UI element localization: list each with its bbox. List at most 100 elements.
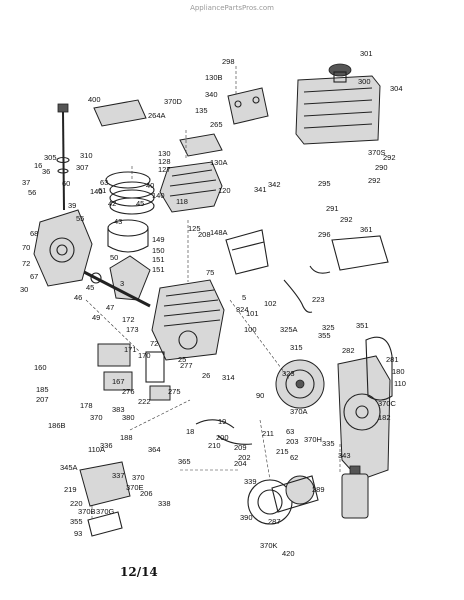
part-number-label: 185: [36, 385, 49, 394]
part-number-label: 351: [356, 321, 369, 330]
part-number-label: 276: [122, 387, 135, 396]
part-number-label: 3: [120, 279, 124, 288]
part-number-label: 101: [246, 309, 259, 318]
part-number-label: 55: [76, 214, 84, 223]
part-number-label: 45: [86, 283, 94, 292]
part-number-label: 301: [360, 49, 373, 58]
part-number-label: 148A: [210, 228, 228, 237]
part-number-label: 128: [158, 157, 171, 166]
part-number-label: 25: [178, 355, 186, 364]
part-number-label: 315: [290, 343, 303, 352]
part-number-label: 220: [70, 499, 83, 508]
parts-drawing: [33, 63, 393, 537]
part-number-label: 151: [152, 265, 165, 274]
part-number-label: 400: [88, 95, 101, 104]
part-number-label: 287: [268, 517, 281, 526]
part-number-label: 47: [106, 303, 114, 312]
part-number-label: 420: [282, 549, 295, 558]
part-number-label: 208: [198, 230, 211, 239]
part-number-label: 364: [148, 445, 161, 454]
part-number-label: 336: [100, 441, 113, 450]
part-number-label: 323: [282, 369, 295, 378]
part-number-label: 292: [340, 215, 353, 224]
part-number-label: 340: [205, 90, 218, 99]
part-number-label: 343: [338, 451, 351, 460]
part-number-label: 19: [218, 417, 226, 426]
part-number-label: 370B: [78, 507, 96, 516]
part-number-label: 370C: [378, 399, 397, 408]
part-number-label: 37: [22, 178, 30, 187]
part-number-label: 206: [140, 489, 153, 498]
part-number-label: 171: [124, 345, 137, 354]
part-number-label: 324: [236, 305, 249, 314]
part-number-label: 50: [110, 253, 118, 262]
part-number-label: 180: [392, 367, 405, 376]
part-number-label: 207: [36, 395, 49, 404]
part-number-label: 182: [378, 413, 391, 422]
part-number-label: 118: [176, 197, 188, 206]
part-number-label: 310: [80, 151, 93, 160]
part-number-label: 49: [92, 313, 100, 322]
part-number-label: 307: [76, 163, 89, 172]
part-number-label: 277: [180, 361, 193, 370]
part-number-label: 314: [222, 373, 235, 382]
part-number-label: 209: [234, 443, 247, 452]
part-number-label: 300: [358, 77, 371, 86]
part-number-label: 203: [286, 437, 299, 446]
part-number-label: 36: [42, 167, 50, 176]
part-number-label: 305: [44, 153, 57, 162]
part-number-label: 93: [74, 529, 82, 538]
part-number-label: 70: [22, 243, 30, 252]
part-number-label: 296: [318, 230, 331, 239]
part-number-label: 370E: [126, 483, 144, 492]
part-number-label: 204: [234, 459, 247, 468]
part-number-label: 281: [386, 355, 399, 364]
part-number-label: 219: [64, 485, 77, 494]
part-number-label: 102: [264, 299, 277, 308]
part-number-label: 120: [218, 186, 231, 195]
part-number-label: 200: [216, 433, 229, 442]
part-number-label: 63: [286, 427, 294, 436]
part-number-label: 325: [322, 323, 335, 332]
part-number-label: 304: [390, 84, 403, 93]
part-number-label: 68: [30, 229, 38, 238]
part-number-label: 186B: [48, 421, 66, 430]
page-number: 12/14: [120, 565, 158, 579]
part-number-label: 361: [360, 225, 373, 234]
part-number-label: 42: [108, 199, 116, 208]
part-number-label: 62: [290, 453, 298, 462]
part-number-label: 370S: [368, 148, 386, 157]
part-number-label: 26: [202, 371, 210, 380]
part-number-label: 140: [152, 191, 165, 200]
part-number-label: 290: [375, 163, 388, 172]
part-number-label: 167: [112, 377, 125, 386]
part-number-label: 370H: [304, 435, 322, 444]
part-number-label: 130B: [205, 73, 223, 82]
part-number-label: 211: [262, 429, 274, 438]
part-number-label: 222: [138, 397, 151, 406]
part-number-label: 30: [20, 285, 28, 294]
part-number-label: 178: [80, 401, 93, 410]
part-number-label: 140: [90, 187, 103, 196]
part-number-label: 289: [312, 485, 325, 494]
part-number-label: 39: [68, 201, 76, 210]
part-number-label: 125: [188, 224, 201, 233]
part-number-label: 43: [114, 217, 122, 226]
part-number-label: 188: [120, 433, 133, 442]
part-number-label: 370: [90, 413, 103, 422]
part-number-label: 292: [368, 176, 381, 185]
part-number-label: 335: [322, 439, 335, 448]
part-number-label: 345A: [60, 463, 78, 472]
part-number-label: 72: [150, 339, 158, 348]
part-number-label: 130: [158, 149, 171, 158]
part-number-label: 337: [112, 471, 125, 480]
part-number-label: 110A: [88, 445, 105, 454]
part-number-label: 383: [112, 405, 125, 414]
part-number-label: 149: [152, 235, 165, 244]
part-number-label: 135: [195, 106, 208, 115]
part-number-label: 173: [126, 325, 139, 334]
part-number-label: 338: [158, 499, 171, 508]
part-number-label: 370A: [290, 407, 308, 416]
